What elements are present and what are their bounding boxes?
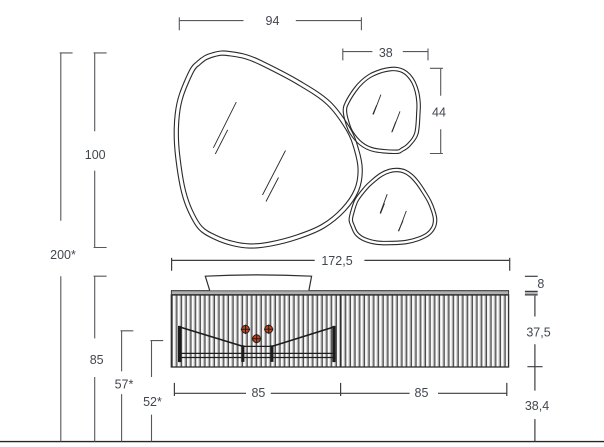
svg-text:85: 85: [415, 386, 429, 400]
svg-text:94: 94: [266, 14, 280, 28]
svg-text:100: 100: [85, 148, 106, 162]
svg-text:38,4: 38,4: [525, 399, 549, 413]
svg-text:8: 8: [537, 277, 544, 291]
svg-text:37,5: 37,5: [526, 326, 550, 340]
svg-text:57*: 57*: [115, 378, 134, 392]
svg-text:44: 44: [432, 105, 446, 119]
svg-text:52*: 52*: [143, 395, 162, 409]
svg-text:38: 38: [379, 46, 393, 60]
svg-text:85: 85: [90, 353, 104, 367]
svg-text:172,5: 172,5: [321, 254, 352, 268]
svg-text:85: 85: [251, 386, 265, 400]
svg-text:200*: 200*: [50, 248, 76, 262]
